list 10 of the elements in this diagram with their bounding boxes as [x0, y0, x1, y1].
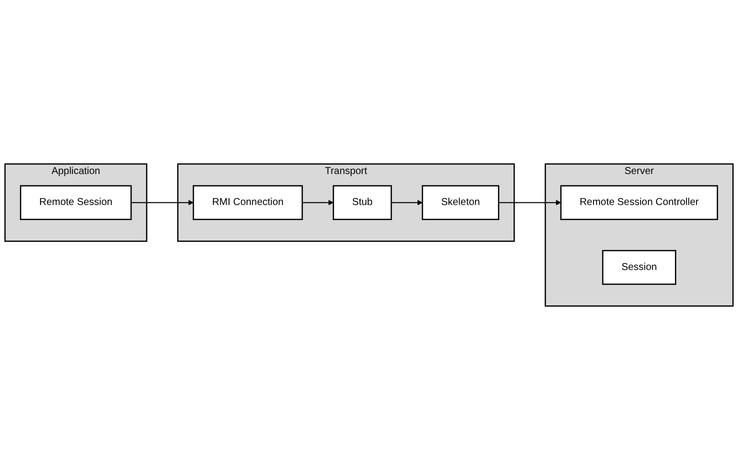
node-box: Stub [332, 186, 392, 221]
node-box: Remote Session [20, 186, 132, 221]
arrow [130, 200, 194, 206]
node-box: Skeleton [422, 186, 500, 221]
node-box: Remote Session Controller [560, 186, 718, 221]
node-box: RMI Connection [192, 186, 303, 221]
arrow [302, 200, 334, 206]
arrow [390, 200, 423, 206]
arrow [498, 200, 562, 206]
node-box: Session [602, 250, 676, 286]
